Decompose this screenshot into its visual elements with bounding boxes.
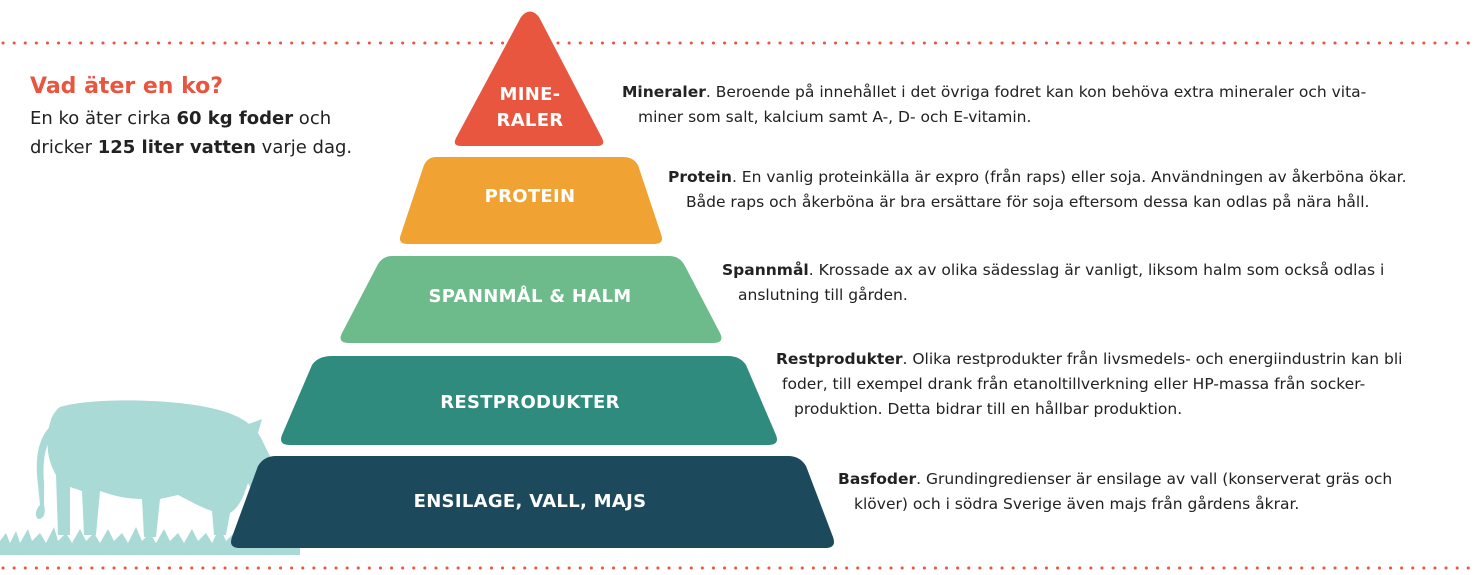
desc-protein: Protein. En vanlig proteinkälla är expro… [668, 165, 1407, 215]
tier-label-protein: PROTEIN [484, 186, 576, 207]
desc-line: Restprodukter. Olika restprodukter från … [776, 347, 1402, 372]
tier-label-mineraler: MINE- RALER [470, 82, 590, 134]
tier-spannmal [340, 256, 722, 343]
tier-label-spannmal: SPANNMÅL & HALM [428, 286, 632, 307]
tier-restprodukter [281, 356, 777, 445]
intro-text: varje dag. [255, 137, 353, 158]
intro-feed-amount: 60 kg foder [176, 108, 294, 129]
tier-label-line: MINE- [499, 84, 561, 105]
cow-icon [0, 400, 300, 555]
intro-title: Vad äter en ko? [30, 74, 224, 99]
tier-protein [399, 157, 663, 244]
tier-label-line: RALER [496, 110, 564, 131]
desc-line: Mineraler. Beroende på innehållet i det … [622, 80, 1366, 105]
intro-block: Vad äter en ko? En ko äter cirka 60 kg f… [30, 74, 430, 162]
desc-heading: Spannmål [722, 261, 809, 279]
desc-line: foder, till exempel drank från etanoltil… [782, 375, 1366, 393]
desc-restprodukter: Restprodukter. Olika restprodukter från … [776, 347, 1402, 422]
desc-line: Både raps och åkerböna är bra ersättare … [686, 193, 1370, 211]
desc-mineraler: Mineraler. Beroende på innehållet i det … [622, 80, 1366, 130]
desc-line: produktion. Detta bidrar till en hållbar… [794, 400, 1183, 418]
desc-text: . En vanlig proteinkälla är expro (från … [731, 168, 1407, 186]
intro-text: En ko äter cirka [30, 108, 177, 129]
desc-basfoder: Basfoder. Grundingredienser är ensilage … [838, 467, 1392, 517]
desc-heading: Protein [668, 168, 732, 186]
desc-heading: Basfoder [838, 470, 917, 488]
top-dotted-divider [1, 41, 1477, 45]
tier-mineraler [454, 11, 604, 146]
desc-spannmal: Spannmål. Krossade ax av olika sädesslag… [722, 258, 1384, 308]
intro-line-2: dricker 125 liter vatten varje dag. [30, 133, 430, 162]
tier-label-basfoder: ENSILAGE, VALL, MAJS [413, 491, 647, 512]
desc-line: Basfoder. Grundingredienser är ensilage … [838, 467, 1392, 492]
bottom-dotted-divider [1, 566, 1477, 570]
intro-line-1: En ko äter cirka 60 kg foder och [30, 104, 430, 133]
desc-text: . Beroende på innehållet i det övriga fo… [705, 83, 1367, 101]
intro-text: dricker [30, 137, 98, 158]
desc-line: klöver) och i södra Sverige även majs fr… [854, 495, 1300, 513]
desc-line: Protein. En vanlig proteinkälla är expro… [668, 165, 1407, 190]
desc-line: miner som salt, kalcium samt A-, D- och … [638, 108, 1032, 126]
desc-heading: Mineraler [622, 83, 706, 101]
intro-body: En ko äter cirka 60 kg foder och dricker… [30, 104, 430, 162]
tier-basfoder [231, 456, 834, 548]
intro-water-amount: 125 liter vatten [97, 137, 256, 158]
desc-line: Spannmål. Krossade ax av olika sädesslag… [722, 258, 1384, 283]
desc-text: . Krossade ax av olika sädesslag är vanl… [808, 261, 1385, 279]
desc-text: . Grundingredienser är ensilage av vall … [916, 470, 1393, 488]
desc-line: anslutning till gården. [738, 286, 908, 304]
desc-text: . Olika restprodukter från livsmedels- o… [902, 350, 1403, 368]
desc-heading: Restprodukter [776, 350, 903, 368]
tier-label-restprodukter: RESTPRODUKTER [440, 392, 620, 413]
intro-text: och [293, 108, 332, 129]
